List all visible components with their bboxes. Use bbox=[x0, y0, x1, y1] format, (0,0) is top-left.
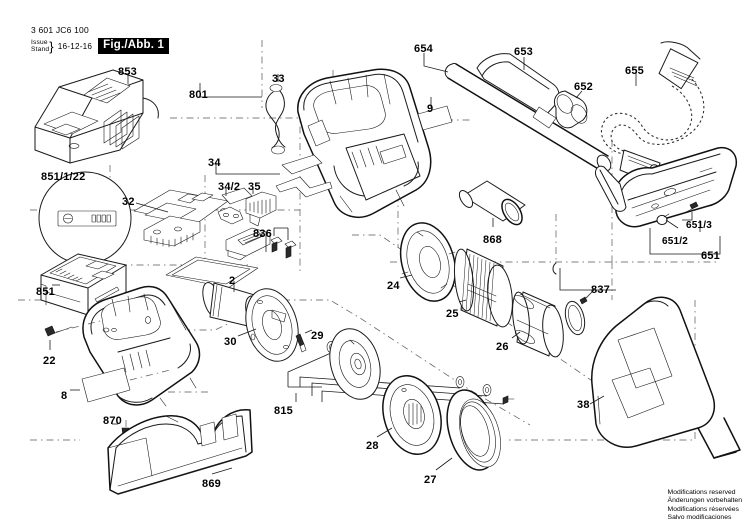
part-29-fan-screw bbox=[295, 329, 313, 353]
part-33-cable-grommet bbox=[265, 74, 286, 155]
charger-fins bbox=[103, 109, 140, 150]
callout-34: 34 bbox=[208, 157, 221, 169]
callout-25: 25 bbox=[446, 308, 459, 320]
part-651-floor-nozzle bbox=[595, 146, 738, 255]
footer-notices: Modifications reserved Änderungen vorbeh… bbox=[668, 489, 742, 522]
callout-38: 38 bbox=[577, 399, 590, 411]
callout-26: 26 bbox=[496, 341, 509, 353]
part-38-dust-canister bbox=[589, 296, 741, 459]
callout-22: 22 bbox=[43, 355, 56, 367]
issue-date: 16-12-16 bbox=[57, 41, 93, 51]
part-8-rating-plate bbox=[70, 367, 171, 403]
callout-35: 35 bbox=[248, 181, 261, 193]
footer-line-fr: Modifications réservées bbox=[667, 505, 739, 513]
callout-27: 27 bbox=[424, 474, 437, 486]
callout-651-3: 651/3 bbox=[686, 220, 713, 231]
part-837-o-ring bbox=[552, 262, 616, 336]
part-32-circuit-board bbox=[133, 189, 229, 248]
part-number: 3 601 JC6 100 bbox=[31, 25, 89, 35]
part-652-tube-coupler bbox=[553, 90, 588, 129]
callout-801: 801 bbox=[189, 89, 208, 101]
figure-badge: Fig./Abb. 1 bbox=[98, 38, 170, 54]
callout-652: 652 bbox=[574, 81, 593, 93]
part-853-battery-charger bbox=[34, 69, 159, 164]
callout-33: 33 bbox=[272, 73, 285, 85]
part-30-fan-housing bbox=[237, 288, 299, 362]
callout-836: 836 bbox=[253, 228, 272, 240]
callout-34-2: 34/2 bbox=[218, 181, 241, 193]
callout-28: 28 bbox=[366, 440, 379, 452]
part-9-warning-label bbox=[417, 97, 453, 131]
stand-label: Stand bbox=[31, 46, 50, 53]
part-653-crevice-nozzle bbox=[476, 53, 560, 129]
part-26-filter-cage bbox=[511, 291, 564, 358]
footer-line-de: Änderungen vorbehalten bbox=[667, 497, 742, 505]
callout-32: 32 bbox=[122, 196, 135, 208]
callout-654: 654 bbox=[414, 43, 433, 55]
part-651-3-nozzle-pin bbox=[681, 201, 699, 221]
callout-651: 651 bbox=[701, 250, 720, 262]
callout-868: 868 bbox=[483, 234, 502, 246]
part-651-2-nozzle-wheel bbox=[656, 213, 679, 229]
callout-8: 8 bbox=[61, 390, 68, 402]
callout-651-2: 651/2 bbox=[662, 236, 689, 247]
callout-851-1-22: 851/1/22 bbox=[41, 171, 86, 183]
issue-label: Issue bbox=[31, 38, 48, 46]
sheet-header: 3 601 JC6 100 Issue Stand } 16-12-16 Fig… bbox=[31, 25, 170, 54]
callout-851: 851 bbox=[36, 286, 55, 298]
part-34-2-switch-cover bbox=[217, 187, 253, 225]
callout-9: 9 bbox=[427, 103, 434, 115]
part-25-pleated-filter bbox=[453, 248, 513, 328]
callout-853: 853 bbox=[118, 66, 137, 78]
part-35-switch-button bbox=[245, 189, 277, 227]
part-801-housing-shell bbox=[199, 68, 432, 218]
part-24-filter-cover bbox=[399, 222, 457, 302]
callout-837: 837 bbox=[591, 284, 610, 296]
callout-815: 815 bbox=[274, 405, 293, 417]
issue-stand-label: Issue Stand bbox=[31, 39, 49, 53]
part-836-terminal-connector bbox=[225, 227, 297, 261]
part-22-screw bbox=[44, 319, 105, 350]
part-868-adapter-nozzle bbox=[458, 180, 526, 227]
callout-29: 29 bbox=[311, 330, 324, 342]
brace-glyph: } bbox=[49, 38, 54, 54]
footer-line-en: Modifications reserved bbox=[667, 489, 736, 497]
part-27-seal-ring bbox=[435, 389, 501, 471]
callout-24: 24 bbox=[387, 280, 400, 292]
footer-line-es: Salvo modificaciones bbox=[667, 513, 732, 521]
part-battery-plate bbox=[165, 256, 259, 289]
callout-2: 2 bbox=[229, 275, 236, 287]
callout-30: 30 bbox=[224, 336, 237, 348]
callout-869: 869 bbox=[202, 478, 221, 490]
callout-655: 655 bbox=[625, 65, 644, 77]
callout-653: 653 bbox=[514, 46, 533, 58]
part-34-switch-assembly bbox=[215, 154, 333, 198]
callout-870: 870 bbox=[103, 415, 122, 427]
part-869-charging-stand bbox=[107, 409, 253, 495]
part-28-impeller bbox=[329, 328, 442, 455]
